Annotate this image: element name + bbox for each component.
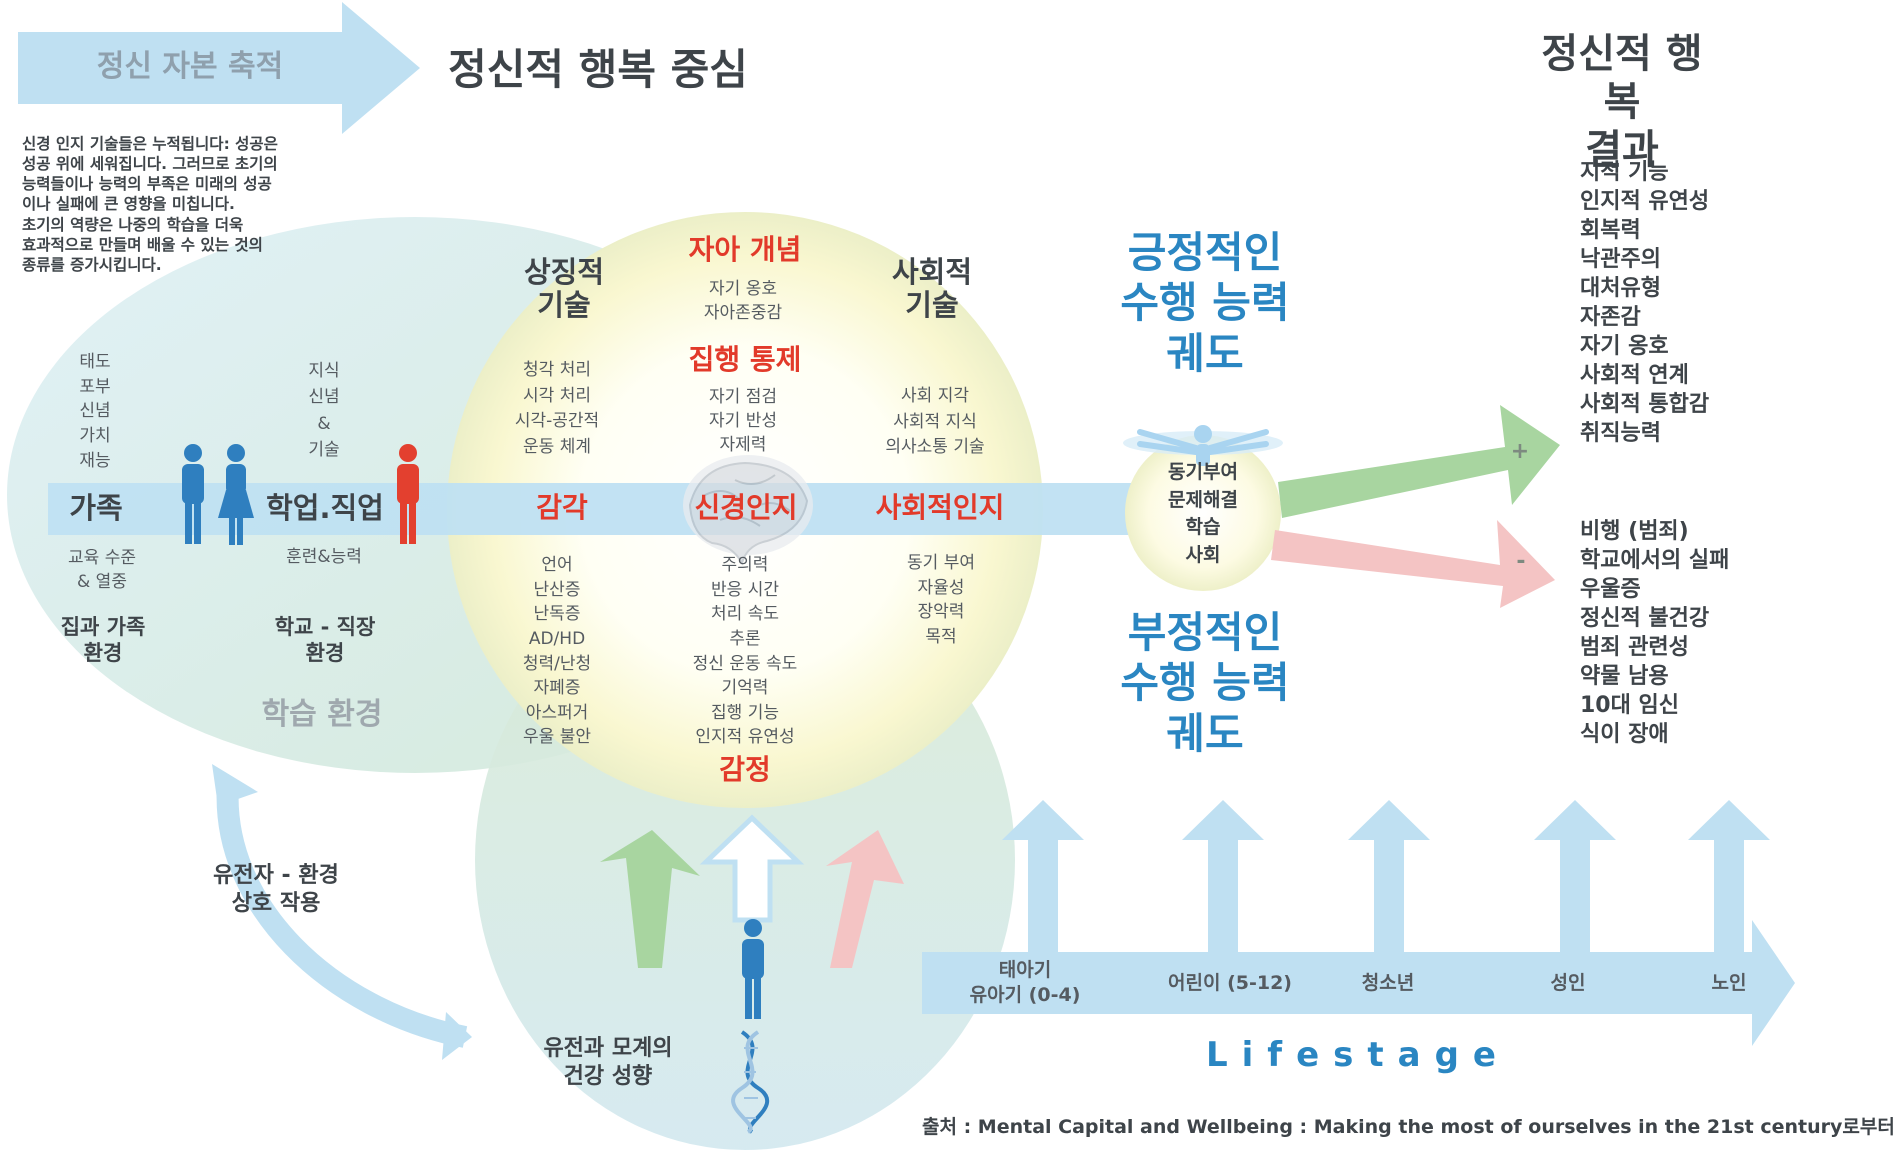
family-env: 집과 가족 환경 [60, 615, 146, 666]
lifestage-elderly: 노인 [1711, 972, 1747, 994]
symbolic-skills-title: 상징적 기술 [523, 255, 605, 323]
person-icon [218, 444, 254, 545]
social-skills-items: 사회 지각 사회적 지식 의사소통 기술 [885, 386, 985, 457]
negative-arrow [1271, 520, 1555, 608]
person-icon [742, 919, 764, 1019]
sense-title: 감각 [536, 491, 588, 524]
lifestage-arrow [922, 920, 1795, 1046]
source-text: 출처 : Mental Capital and Wellbeing : Maki… [922, 1116, 1895, 1138]
small-circle [1125, 435, 1281, 591]
dna-icon [731, 1030, 769, 1134]
self-concept-items: 자기 옹호 자아존중감 [703, 279, 783, 323]
social-skills-title: 사회적 기술 [891, 255, 973, 323]
center-title: 정신적 행복 중심 [448, 45, 748, 94]
pink-up-arrow [826, 830, 904, 968]
banner-label: 정신 자본 축적 [96, 49, 284, 84]
mental-capital-diagram: 정신 자본 축적 정신적 행복 중심 정신적 행복 결과 신경 인지 기술들은 … [7, 2, 1895, 1150]
family-traits: 태도 포부 신념 가치 재능 [79, 352, 111, 471]
self-concept-title: 자아 개념 [688, 233, 802, 266]
family-sub: 교육 수준 & 열중 [68, 548, 136, 592]
lifestage-adult: 성인 [1550, 972, 1586, 994]
negative-trajectory: 부정적인 수행 능력 궤도 [1120, 608, 1290, 758]
lifestage-up-arrows [1002, 800, 1770, 952]
sense-items: 언어 난산증 난독증 AD/HD 청력/난청 자폐증 아스퍼거 우울 불안 [522, 555, 592, 748]
work-traits: 지식 신념 & 기술 [308, 361, 340, 461]
genetics-label: 유전과 모계의 건강 성향 [543, 1036, 673, 1089]
negative-outcomes: 비행 (범죄) 학교에서의 실패 우울증 정신적 불건강 범죄 관련성 약물 남… [1580, 519, 1730, 748]
positive-trajectory: 긍정적인 수행 능력 궤도 [1120, 228, 1290, 378]
symbolic-skills-items: 청각 처리 시각 처리 시각-공간적 운동 체계 [514, 360, 600, 457]
person-icon [397, 444, 419, 544]
person-icon [182, 444, 204, 544]
minus-sign: - [1516, 549, 1526, 574]
neurocognition-title: 신경인지 [694, 491, 798, 524]
gene-env-arrow [216, 784, 468, 1048]
lifestage-adolescent: 청소년 [1361, 972, 1415, 994]
glowing-figure-icon [1123, 425, 1283, 466]
white-up-arrow [699, 814, 805, 923]
gene-env-label: 유전자 - 환경 상호 작용 [213, 863, 339, 916]
learning-environment-label: 학습 환경 [261, 697, 383, 732]
right-title: 정신적 행복 결과 [1541, 31, 1703, 173]
lifestage-infant: 태아기 유아기 (0-4) [969, 959, 1081, 1006]
lifestage-child: 어린이 (5-12) [1168, 972, 1292, 994]
work-env: 학교 - 직장 환경 [274, 615, 376, 666]
work-sub: 훈련&능력 [286, 547, 362, 567]
brain-icon [683, 455, 813, 566]
executive-control-items: 자기 점검 자기 반성 자제력 [709, 387, 777, 455]
lifestage-label: Lifestage [1205, 1035, 1511, 1075]
diagram-graphics [7, 2, 1795, 1150]
intro-text: 신경 인지 기술들은 누적됩니다: 성공은 성공 위에 세워집니다. 그러므로 … [22, 135, 278, 274]
social-cognition-items: 동기 부여 자율성 장악력 목적 [907, 553, 975, 647]
positive-arrow [1278, 405, 1560, 518]
positive-outcomes: 지적 기능 인지적 유연성 회복력 낙관주의 대처유형 자존감 자기 옹호 사회… [1580, 160, 1710, 447]
banner-arrow [18, 2, 420, 134]
social-cognition-title: 사회적인지 [875, 491, 1005, 524]
green-up-arrow [600, 830, 700, 968]
executive-control-title: 집행 통제 [688, 343, 802, 376]
small-circle-labels: 동기부여 문제해결 학습 사회 [1168, 461, 1238, 566]
emotion-title: 감정 [719, 753, 771, 786]
work-title: 학업.직업 [266, 491, 384, 525]
neurocognition-items: 주의력 반응 시간 처리 속도 추론 정신 운동 속도 기억력 집행 기능 인지… [692, 555, 798, 748]
plus-sign: + [1510, 439, 1530, 464]
family-title: 가족 [69, 491, 123, 525]
